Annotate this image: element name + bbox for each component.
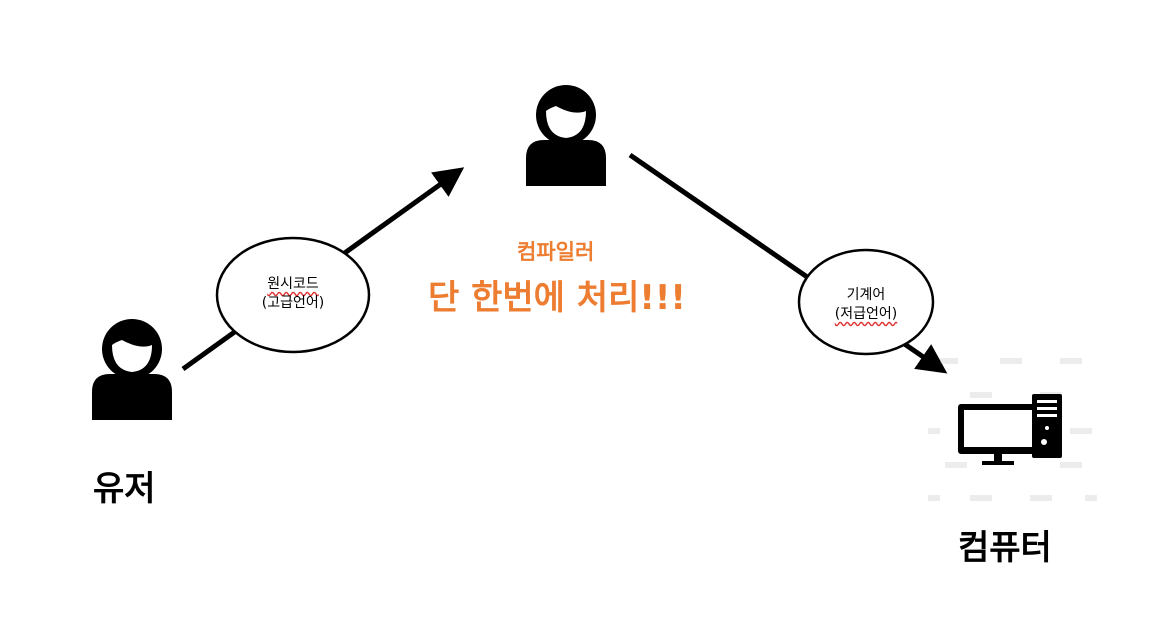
machine-code-label: 기계어 (저급언어) bbox=[816, 286, 916, 324]
user-label: 유저 bbox=[93, 469, 156, 509]
source-code-line1: 원시코드 bbox=[267, 276, 319, 292]
computer-label: 컴퓨터 bbox=[958, 528, 1052, 568]
desktop-computer-icon bbox=[958, 394, 1062, 465]
user-person-icon bbox=[92, 319, 172, 420]
machine-code-ellipse bbox=[797, 248, 935, 356]
source-code-line2: (고급언어) bbox=[261, 295, 325, 311]
machine-code-line1: 기계어 bbox=[846, 287, 886, 303]
compiler-person-icon bbox=[526, 85, 606, 186]
compiler-subtitle: 단 한번에 처리!!! bbox=[428, 278, 686, 318]
machine-code-line2: (저급언어) bbox=[834, 306, 898, 322]
source-code-label: 원시코드 (고급언어) bbox=[243, 275, 343, 313]
compiler-title: 컴파일러 bbox=[517, 240, 595, 264]
source-code-ellipse bbox=[215, 236, 371, 354]
